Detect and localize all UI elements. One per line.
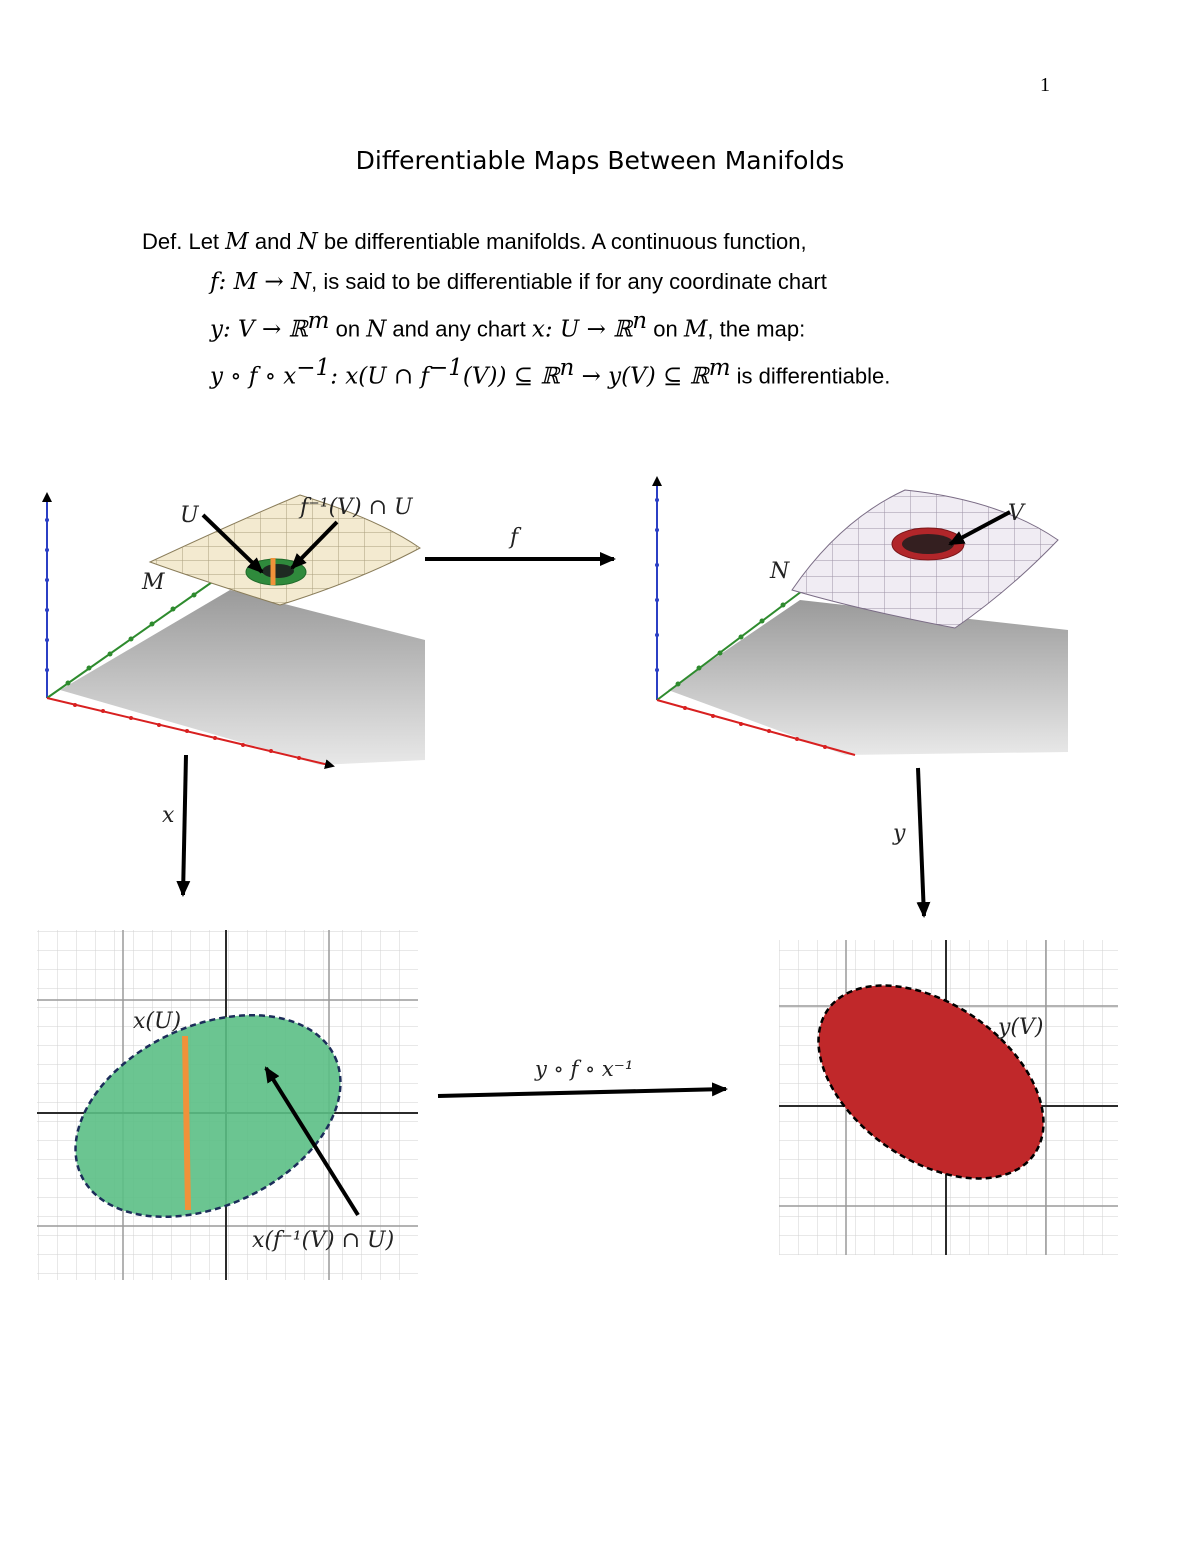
def-text: on <box>647 316 684 342</box>
math-map-f: f: M → N <box>210 269 312 295</box>
chart-yV: y(V) <box>779 940 1118 1255</box>
math-M: M <box>683 316 708 343</box>
math-chart-y: y: V → ℝ <box>210 316 308 343</box>
arrow-x <box>176 754 191 897</box>
definition-line-2: f: M → N, is said to be differentiable i… <box>142 262 890 302</box>
math-composite: y ∘ f ∘ x <box>210 363 297 390</box>
math-sup: n <box>632 308 648 334</box>
orange-curve-2d <box>182 1035 191 1211</box>
arrow-U <box>201 513 264 574</box>
label-M: M <box>141 570 165 595</box>
region-preimage <box>262 564 294 578</box>
math-sup: n <box>559 355 575 382</box>
arrow-preimage <box>290 520 339 570</box>
def-text: is differentiable. <box>730 363 891 389</box>
shadow-plane <box>60 590 425 765</box>
def-text: , is said to be differentiable if for an… <box>311 269 827 294</box>
label-f: f <box>508 525 522 550</box>
definition-block: Def. Let M and N be differentiable manif… <box>142 222 890 397</box>
arrow-y <box>916 767 931 918</box>
region-V-center <box>902 534 954 554</box>
def-text: on <box>329 316 367 342</box>
label-yV: y(V) <box>997 1015 1043 1040</box>
shadow-plane <box>668 600 1068 755</box>
axis-x <box>656 699 856 756</box>
manifold-N-scene: V N <box>652 476 1068 756</box>
label-xU: x(U) <box>133 1009 181 1034</box>
axis-x-ticks <box>73 703 301 760</box>
label-U: U <box>180 503 200 528</box>
axis-z-ticks <box>655 498 659 672</box>
definition-line-1: Def. Let M and N be differentiable manif… <box>142 222 890 262</box>
math-N: N <box>366 316 387 343</box>
definition-line-4: y ∘ f ∘ x−1: x(U ∩ f−1(V)) ⊆ ℝn → y(V) ⊆… <box>142 349 890 396</box>
page-number: 1 <box>1040 74 1050 96</box>
math-sup: m <box>708 355 731 382</box>
def-text: and <box>248 229 298 254</box>
label-V: V <box>1008 501 1026 526</box>
def-text: be differentiable manifolds. A continuou… <box>317 229 807 254</box>
def-text: , the map: <box>707 316 806 342</box>
def-text: Def. Let <box>142 229 226 254</box>
math-N: N <box>297 229 318 255</box>
math-codomain: → y(V) ⊆ ℝ <box>574 363 709 390</box>
region-xU <box>74 1013 342 1219</box>
label-x-preimage: x(f⁻¹(V) ∩ U) <box>252 1228 394 1253</box>
math-sup: −1 <box>428 355 463 382</box>
math-M: M <box>225 229 249 255</box>
axis-y-ticks <box>65 592 197 686</box>
math-sup: −1 <box>296 355 331 382</box>
label-preimage: f⁻¹(V) ∩ U <box>298 495 414 520</box>
label-y: y <box>892 821 906 846</box>
arrow-V <box>948 510 1011 546</box>
math-domain: : x(U ∩ f <box>330 363 429 390</box>
region-yV <box>817 984 1045 1180</box>
axis-x <box>46 697 335 770</box>
chart-xU: x(U) x(f⁻¹(V) ∩ U) <box>37 930 418 1280</box>
label-x: x <box>162 803 175 828</box>
axis-z-ticks <box>45 518 49 672</box>
arrow-composite <box>437 1082 728 1098</box>
math-chart-x: x: U → ℝ <box>531 316 633 343</box>
label-N: N <box>769 559 790 584</box>
arrow-x-preimage <box>264 1066 360 1217</box>
math-sup: m <box>307 308 330 334</box>
axis-x-ticks <box>683 706 827 749</box>
def-text: and any chart <box>386 316 532 342</box>
manifold-M-scene: U f⁻¹(V) ∩ U M <box>42 492 425 770</box>
page-title: Differentiable Maps Between Manifolds <box>355 146 845 175</box>
math-domain-end: (V)) ⊆ ℝ <box>462 363 560 390</box>
label-composite: y ∘ f ∘ x⁻¹ <box>534 1057 633 1081</box>
definition-line-3: y: V → ℝm on N and any chart x: U → ℝn o… <box>142 302 890 349</box>
